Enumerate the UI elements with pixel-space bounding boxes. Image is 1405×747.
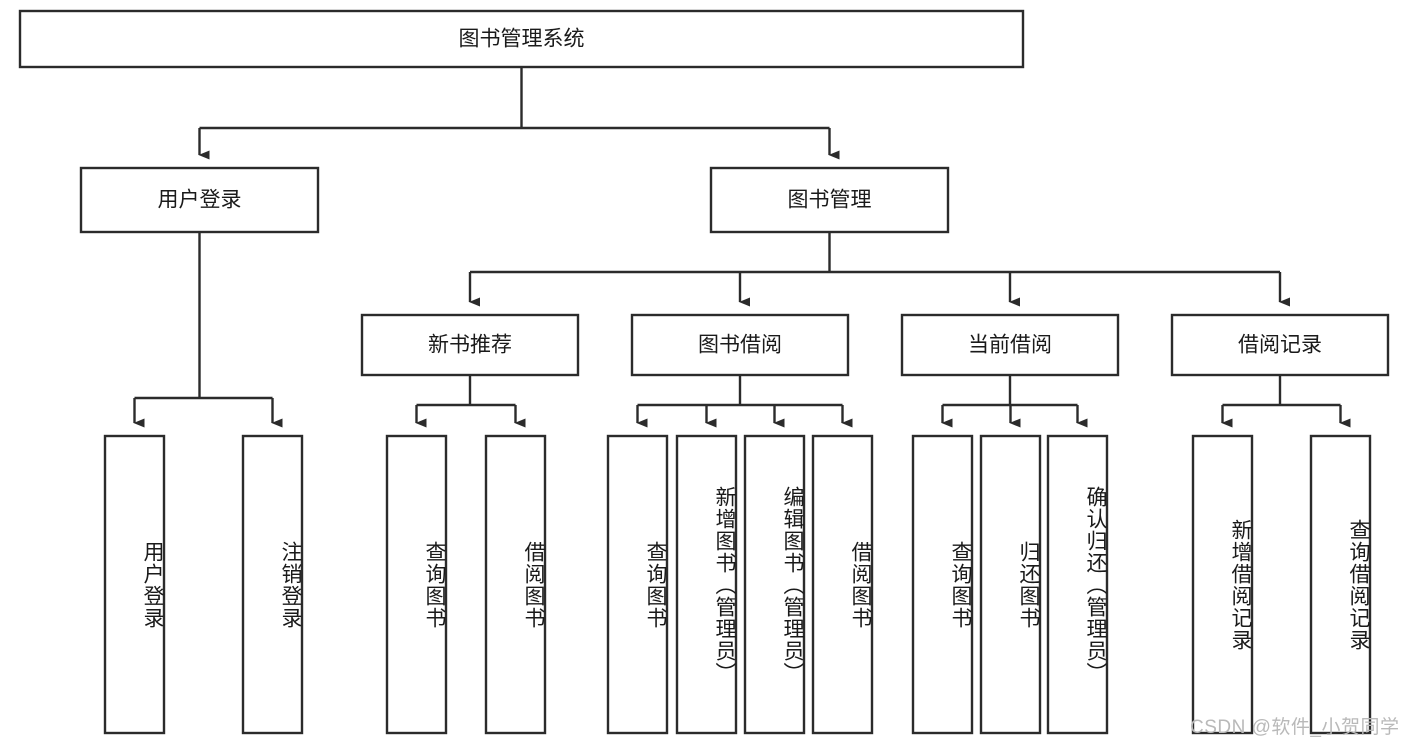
leaf-box-leaf-add-book-admin[interactable] <box>675 434 738 735</box>
leaf-box-leaf-confirm-return-admin[interactable] <box>1046 434 1109 735</box>
leaf-box-leaf-add-borrow-record[interactable] <box>1191 434 1254 735</box>
leaf-box-leaf-user-logout[interactable] <box>241 434 304 735</box>
leaf-box-leaf-user-login[interactable] <box>103 434 166 735</box>
node-box-book-borrow[interactable] <box>630 313 850 377</box>
leaf-box-leaf-edit-book-admin[interactable] <box>743 434 806 735</box>
node-box-group <box>18 9 1390 735</box>
node-label-user-login: 用户登录 <box>158 189 242 212</box>
leaf-box-leaf-borrow-book-recommend[interactable] <box>484 434 547 735</box>
node-box-book-management[interactable] <box>709 166 950 234</box>
node-label-book-borrow: 图书借阅 <box>698 334 782 357</box>
leaf-box-leaf-borrow-book[interactable] <box>811 434 874 735</box>
node-box-root[interactable] <box>18 9 1025 69</box>
node-label-book-management: 图书管理 <box>788 189 872 212</box>
leaf-box-leaf-query-book-recommend[interactable] <box>385 434 448 735</box>
csdn-watermark: CSDN @软件_小贺同学 <box>1190 717 1400 738</box>
node-box-current-borrow[interactable] <box>900 313 1120 377</box>
node-box-user-login[interactable] <box>79 166 320 234</box>
leaf-box-leaf-query-book-borrow[interactable] <box>606 434 669 735</box>
node-label-current-borrow: 当前借阅 <box>968 334 1052 357</box>
leaf-box-leaf-return-book[interactable] <box>979 434 1042 735</box>
node-label-new-book-recommend: 新书推荐 <box>428 334 512 357</box>
leaf-box-leaf-query-borrow-record[interactable] <box>1309 434 1372 735</box>
leaf-box-leaf-query-book-current[interactable] <box>911 434 974 735</box>
node-box-new-book-recommend[interactable] <box>360 313 580 377</box>
node-label-root: 图书管理系统 <box>459 28 585 51</box>
node-box-borrow-records[interactable] <box>1170 313 1390 377</box>
node-label-borrow-records: 借阅记录 <box>1238 334 1322 357</box>
connector-group <box>133 67 1351 428</box>
